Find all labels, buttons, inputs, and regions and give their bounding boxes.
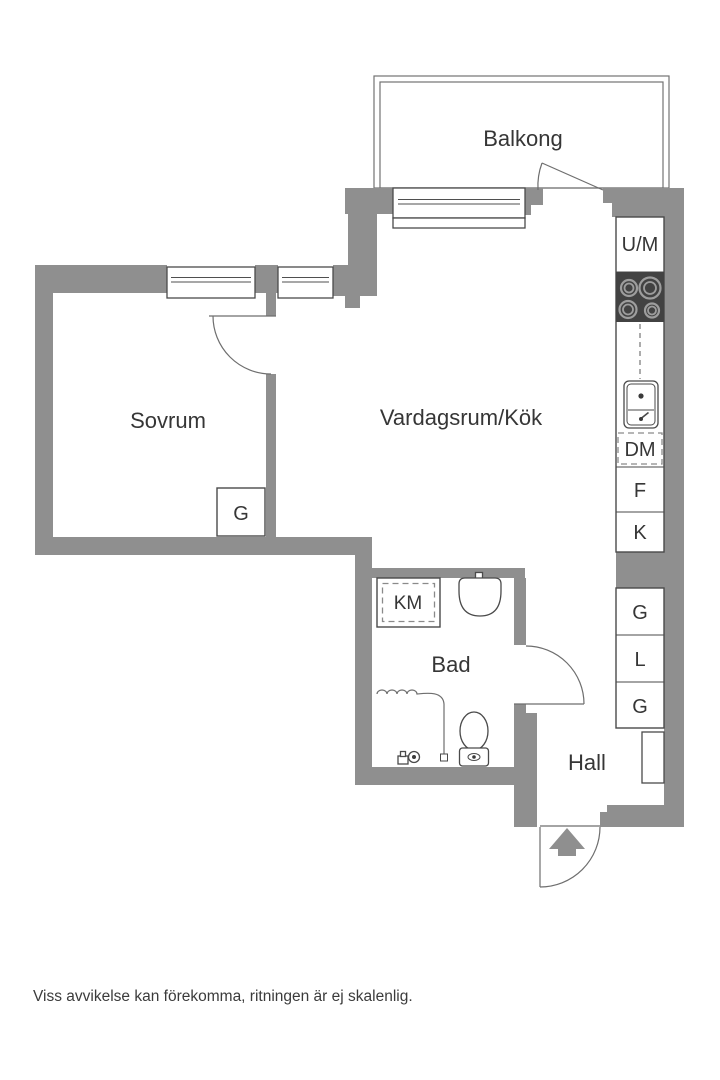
wardrobe-upper-label: G: [632, 602, 648, 624]
wall-partition-stub: [266, 293, 276, 316]
bathroom-door: [514, 645, 585, 705]
living-kitchen-label: Vardagsrum/Kök: [380, 405, 543, 430]
bedroom-wardrobe-box: [216, 487, 266, 537]
wall-bathroom-bottom: [355, 767, 533, 785]
wall-bathroom-left: [355, 537, 372, 785]
bathroom-label: Bad: [431, 652, 470, 677]
wall-pier-right: [333, 265, 377, 308]
toilet-icon: [458, 711, 490, 767]
kitchen-sink-icon: [623, 380, 659, 429]
bedroom-window: [166, 266, 256, 299]
dishwasher-box: [617, 432, 663, 465]
kitchen-column: U/M DM F K G L G: [615, 216, 665, 729]
wall-balcony-door-pier: [525, 188, 543, 215]
windows: [166, 187, 526, 299]
washing-machine-label: KM: [394, 593, 423, 614]
wall-right: [664, 214, 684, 827]
wall-bathroom-right-upper: [514, 578, 526, 645]
hall-cabinet-box: [641, 731, 665, 784]
wall-corner-top-right: [603, 188, 684, 217]
hall: Hall: [549, 731, 665, 856]
wall-bathroom-top: [372, 568, 525, 578]
wall-hall-bottom-right: [600, 805, 684, 827]
living-window: [277, 266, 334, 299]
wall-bathroom-right-lower: [514, 704, 537, 785]
bathroom: KM Bad: [376, 571, 502, 767]
fridge-label: F: [634, 480, 646, 502]
entrance-door: [539, 825, 601, 888]
freezer-label: K: [633, 522, 647, 544]
dm-label: DM: [624, 439, 655, 461]
bedroom-door: [209, 315, 276, 375]
bedroom: G Sovrum: [130, 408, 266, 537]
bathroom-sink-icon: [458, 571, 502, 617]
um-label: U/M: [622, 234, 659, 256]
washing-machine-box: KM: [376, 577, 441, 628]
wardrobe-lower-label: G: [632, 696, 648, 718]
wall-left: [35, 265, 53, 555]
doors: [209, 162, 604, 888]
wall-partition-lower: [266, 374, 276, 537]
walls: [35, 188, 684, 827]
wall-kitchen-chunk: [616, 552, 684, 588]
disclaimer-text: Viss avvikelse kan förekomma, ritningen …: [33, 988, 413, 1005]
bedroom-wardrobe-label: G: [233, 503, 249, 525]
linen-label: L: [634, 649, 645, 671]
hall-label: Hall: [568, 750, 606, 775]
balcony: Balkong: [373, 75, 670, 189]
entrance-arrow-icon: [549, 828, 585, 856]
hall-wardrobe-run: [615, 587, 665, 729]
wall-bedroom-bottom: [35, 537, 372, 555]
balcony-window: [392, 187, 526, 229]
balcony-label: Balkong: [483, 126, 563, 151]
wall-connector: [348, 188, 377, 267]
bedroom-label: Sovrum: [130, 408, 206, 433]
stove-icon: [616, 272, 664, 322]
wall-pier-between-windows: [255, 265, 278, 293]
balcony-door: [537, 162, 604, 191]
shower-icon: [376, 689, 448, 765]
wall-bedroom-top: [35, 265, 167, 293]
